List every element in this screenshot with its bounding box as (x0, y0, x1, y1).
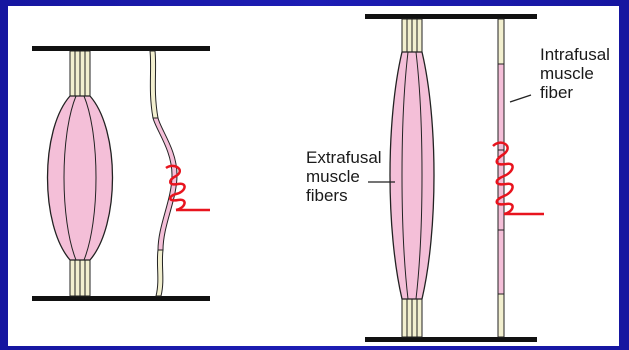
left-bottom-bar (32, 296, 210, 301)
right-top-bar (365, 14, 537, 19)
left-extrafusal-bottom-tendons (70, 258, 90, 296)
intrafusal-label: Intrafusal muscle fiber (540, 45, 610, 102)
right-bottom-bar (365, 337, 537, 342)
intrafusal-label-line-3: fiber (540, 83, 610, 102)
extrafusal-label-line-1: Extrafusal (306, 148, 382, 167)
extrafusal-label-line-3: fibers (306, 186, 382, 205)
intrafusal-pointer (510, 95, 531, 102)
intrafusal-label-line-1: Intrafusal (540, 45, 610, 64)
left-contracted-group (32, 46, 210, 301)
left-extrafusal-top-tendons (70, 51, 90, 97)
right-extrafusal-bottom-tendons (402, 298, 422, 337)
extrafusal-label: Extrafusal muscle fibers (306, 148, 382, 205)
right-extrafusal-top-tendons (402, 19, 422, 53)
left-intrafusal-fiber (150, 51, 177, 296)
left-top-bar (32, 46, 210, 51)
intrafusal-label-line-2: muscle (540, 64, 610, 83)
left-extrafusal-belly (48, 96, 113, 260)
right-extrafusal-belly (390, 52, 434, 299)
extrafusal-label-line-2: muscle (306, 167, 382, 186)
right-stretched-group (365, 14, 544, 342)
